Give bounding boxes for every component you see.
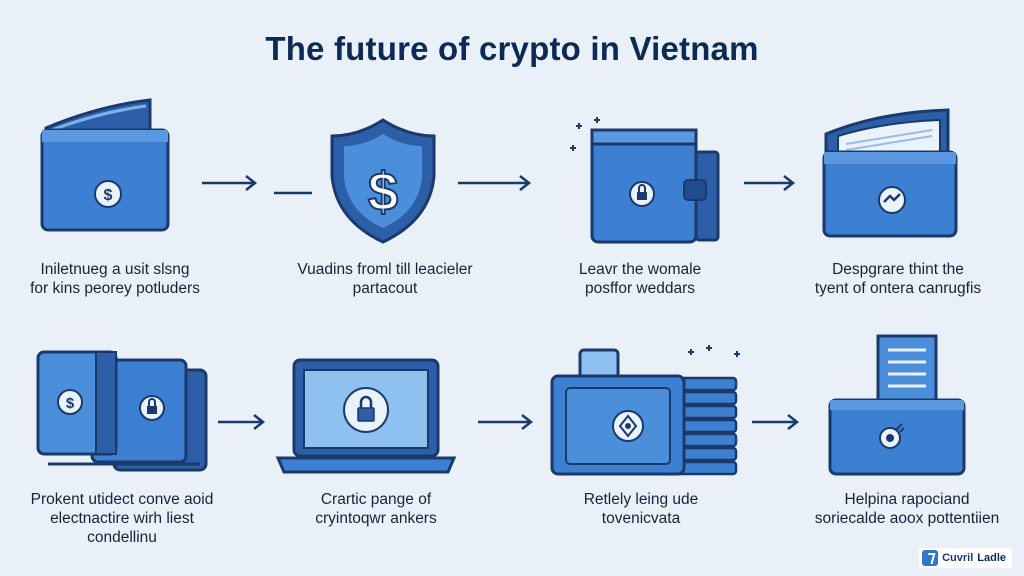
arrow-right-icon <box>752 414 800 435</box>
document-safe-icon <box>826 334 968 480</box>
dash-icon <box>274 182 314 200</box>
logo-text-a: Cuvril <box>942 552 974 564</box>
arrow-right-icon <box>202 175 258 196</box>
page-title: The future of crypto in Vietnam <box>265 30 759 67</box>
padlock-wallet-icon <box>568 117 728 246</box>
svg-text:$: $ <box>104 187 113 204</box>
laptop-lock-icon <box>274 358 458 476</box>
logo-text-b: Ladle <box>977 552 1006 564</box>
brand-logo: Cuvril Ladle <box>919 548 1012 568</box>
arrow-right-icon <box>478 414 534 435</box>
logo-mark-icon <box>922 550 939 566</box>
arrow-right-icon <box>458 175 532 196</box>
shield-dollar-icon: $ <box>328 116 438 246</box>
safe-stack-icon <box>548 340 750 480</box>
arrow-right-icon <box>218 414 266 435</box>
arrow-right-icon <box>744 175 796 196</box>
wallet-icon: $ <box>38 98 180 240</box>
stacked-wallets-icon: $ <box>34 348 210 474</box>
svg-text:$: $ <box>368 162 398 222</box>
document-wallet-icon <box>820 106 960 242</box>
svg-text:$: $ <box>66 395 75 412</box>
